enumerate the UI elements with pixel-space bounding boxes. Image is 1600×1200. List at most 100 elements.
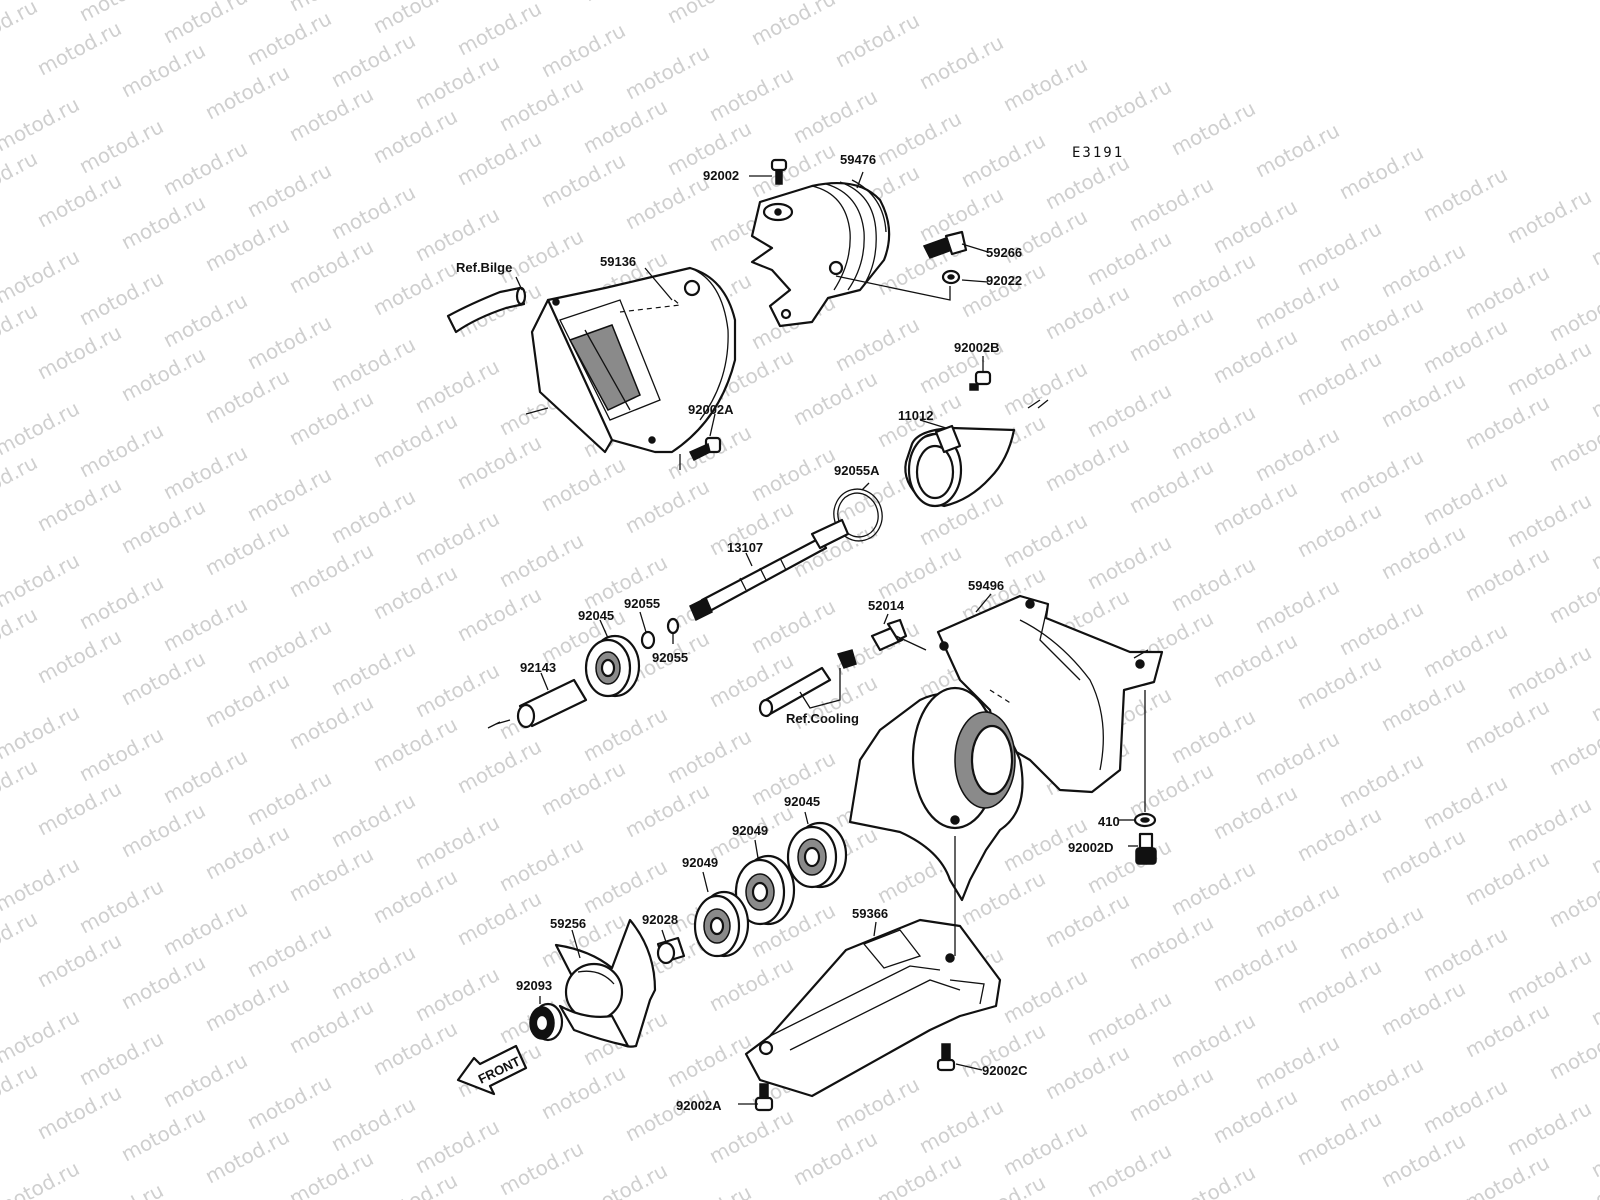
watermark-text: motod.ru (1587, 662, 1600, 726)
label-59496: 59496 (968, 578, 1004, 593)
watermark-text: motod.ru (915, 1094, 1007, 1158)
watermark-text: motod.ru (1167, 1160, 1259, 1200)
watermark-text: motod.ru (243, 462, 335, 526)
watermark-text: motod.ru (1419, 314, 1511, 378)
watermark-text: motod.ru (1251, 270, 1343, 334)
stator-11012 (904, 424, 1016, 508)
watermark-text: motod.ru (369, 0, 461, 38)
watermark-text: motod.ru (285, 538, 377, 602)
watermark-text: motod.ru (159, 0, 251, 48)
leader-lines (487, 171, 1149, 1105)
watermark-text: motod.ru (1503, 944, 1595, 1008)
watermark-text: motod.ru (831, 616, 923, 680)
watermark-text: motod.ru (1125, 910, 1217, 974)
watermark-text: motod.ru (327, 28, 419, 92)
watermark-text: motod.ru (117, 190, 209, 254)
watermark-text: motod.ru (1419, 770, 1511, 834)
watermark-text: motod.ru (1251, 118, 1343, 182)
watermark-text: motod.ru (117, 342, 209, 406)
watermark-text: motod.ru (957, 1170, 1049, 1200)
watermark-text: motod.ru (1125, 758, 1217, 822)
label-92002C: 92002C (982, 1063, 1028, 1078)
watermark-text: motod.ru (789, 84, 881, 148)
collar-92028 (656, 936, 686, 965)
watermark-text: motod.ru (117, 646, 209, 710)
watermark-text: motod.ru (1251, 1030, 1343, 1094)
watermark-text: motod.ru (453, 430, 545, 494)
watermark-text: motod.ru (0, 450, 41, 514)
bearing-92049-a (693, 890, 750, 958)
watermark-text: motod.ru (537, 1060, 629, 1124)
watermark-text: motod.ru (1209, 780, 1301, 844)
label-92002D: 92002D (1068, 840, 1114, 855)
watermark-text: motod.ru (285, 234, 377, 298)
watermark-text: motod.ru (1209, 324, 1301, 388)
watermark-text: motod.ru (1335, 596, 1427, 660)
label-92045-lower: 92045 (784, 794, 820, 809)
watermark-text: motod.ru (999, 52, 1091, 116)
watermark-text: motod.ru (243, 766, 335, 830)
watermark-text: motod.ru (159, 136, 251, 200)
watermark-text: motod.ru (243, 614, 335, 678)
watermark-text: motod.ru (1461, 694, 1553, 758)
watermark-text: motod.ru (327, 180, 419, 244)
watermark-text: motod.ru (1419, 162, 1511, 226)
impeller-59256 (554, 918, 657, 1048)
watermark-text: motod.ru (1335, 1052, 1427, 1116)
watermark-text: motod.ru (621, 778, 713, 842)
watermark-text: motod.ru (1335, 444, 1427, 508)
watermark-text: motod.ru (537, 18, 629, 82)
bolt-92002-top (770, 158, 788, 185)
ref-bilge-label: Ref.Bilge (456, 260, 512, 275)
watermark-text: motod.ru (369, 104, 461, 168)
watermark-text: motod.ru (411, 50, 503, 114)
watermark-text: motod.ru (1461, 998, 1553, 1062)
watermark-text: motod.ru (1335, 900, 1427, 964)
watermark-text: motod.ru (75, 1026, 167, 1090)
watermark-text: motod.ru (159, 440, 251, 504)
watermark-text: motod.ru (1083, 1138, 1175, 1200)
watermark-text: motod.ru (1125, 302, 1217, 366)
watermark-text: motod.ru (1209, 1084, 1301, 1148)
watermark-text: motod.ru (1377, 976, 1469, 1040)
watermark-text: motod.ru (33, 168, 125, 232)
watermark-text: motod.ru (327, 788, 419, 852)
watermark-text: motod.ru (201, 516, 293, 580)
watermark-text: motod.ru (327, 484, 419, 548)
watermark-text: motod.ru (663, 1028, 755, 1092)
watermark-text: motod.ru (621, 474, 713, 538)
watermark-text: motod.ru (0, 396, 83, 460)
watermark-text: motod.ru (1083, 530, 1175, 594)
watermark-text: motod.ru (1209, 628, 1301, 692)
watermark-text: motod.ru (1167, 856, 1259, 920)
watermark-text: motod.ru (495, 224, 587, 288)
watermark-text: motod.ru (0, 244, 83, 308)
watermark-text: motod.ru (369, 712, 461, 776)
watermark-text: motod.ru (369, 560, 461, 624)
watermark-text: motod.ru (1083, 986, 1175, 1050)
cooling-hose (758, 649, 857, 718)
watermark-text: motod.ru (1503, 336, 1595, 400)
watermark-text: motod.ru (411, 506, 503, 570)
watermark-text: motod.ru (663, 724, 755, 788)
watermark-text: motod.ru (1293, 498, 1385, 562)
watermark-text: motod.ru (369, 1168, 461, 1200)
watermark-text: motod.ru (1503, 792, 1595, 856)
watermark-text: motod.ru (747, 442, 839, 506)
watermark-text: motod.ru (1503, 640, 1595, 704)
watermark-text: motod.ru (873, 540, 965, 604)
watermark-text: motod.ru (1293, 954, 1385, 1018)
watermark-text: motod.ru (369, 256, 461, 320)
watermark-text: motod.ru (1545, 412, 1600, 476)
watermark-text: motod.ru (411, 658, 503, 722)
watermark-text: motod.ru (705, 952, 797, 1016)
watermark-text: motod.ru (537, 148, 629, 212)
watermark-text: motod.ru (1461, 542, 1553, 606)
watermark-text: motod.ru (0, 906, 41, 970)
shaft-13107 (689, 518, 850, 622)
watermark-text: motod.ru (117, 950, 209, 1014)
watermark-text: motod.ru (285, 994, 377, 1058)
watermark-text: motod.ru (369, 1016, 461, 1080)
watermark-text: motod.ru (1461, 846, 1553, 910)
watermark-text: motod.ru (1377, 520, 1469, 584)
